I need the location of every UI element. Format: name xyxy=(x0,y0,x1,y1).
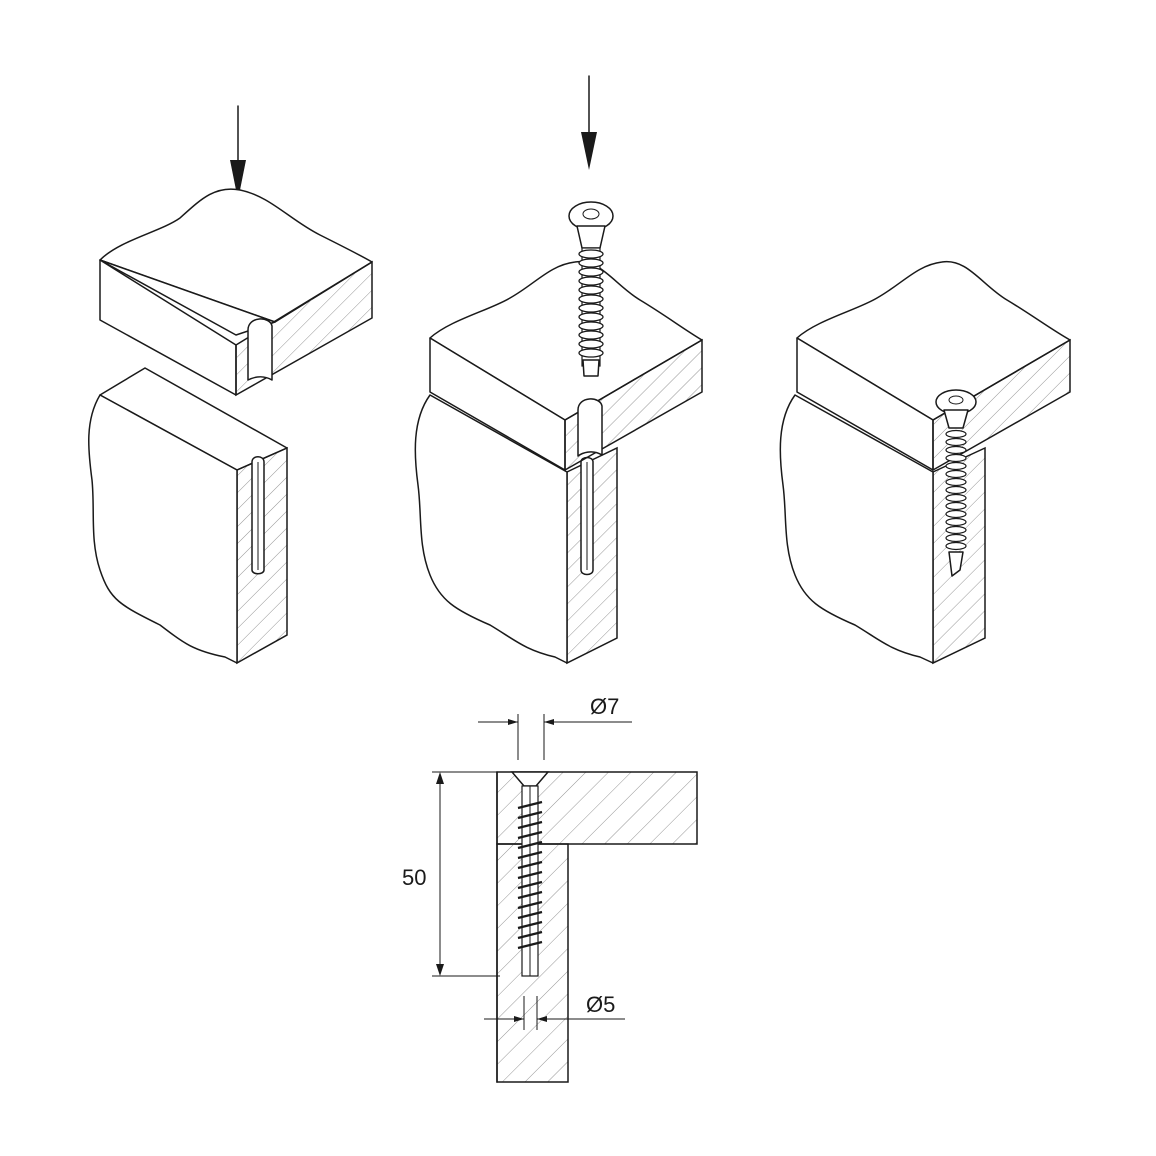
step-1-separate-parts xyxy=(88,105,373,665)
shank-diameter-label: Ø5 xyxy=(586,992,615,1017)
screw-section xyxy=(510,771,550,977)
lower-panel-1 xyxy=(88,367,288,665)
dimension-length: 50 xyxy=(402,771,500,977)
dimension-shank-diameter: Ø5 xyxy=(484,992,625,1030)
length-label: 50 xyxy=(402,865,426,890)
press-arrow-2 xyxy=(581,75,597,170)
screw-3 xyxy=(935,389,977,577)
screw-2 xyxy=(568,201,614,377)
step-2-insert-screw xyxy=(414,75,703,665)
dimension-head-diameter: Ø7 xyxy=(478,694,632,760)
lower-panel-2 xyxy=(414,394,618,665)
section-drawing: Ø7 50 Ø5 xyxy=(402,694,698,1083)
upper-panel-2 xyxy=(429,260,703,472)
press-arrow-1 xyxy=(230,105,246,200)
upper-panel-3 xyxy=(796,260,1071,472)
step-3-assembled xyxy=(779,260,1071,665)
upper-panel-1 xyxy=(99,188,373,397)
head-diameter-label: Ø7 xyxy=(590,694,619,719)
screw-thread-2 xyxy=(578,249,604,358)
